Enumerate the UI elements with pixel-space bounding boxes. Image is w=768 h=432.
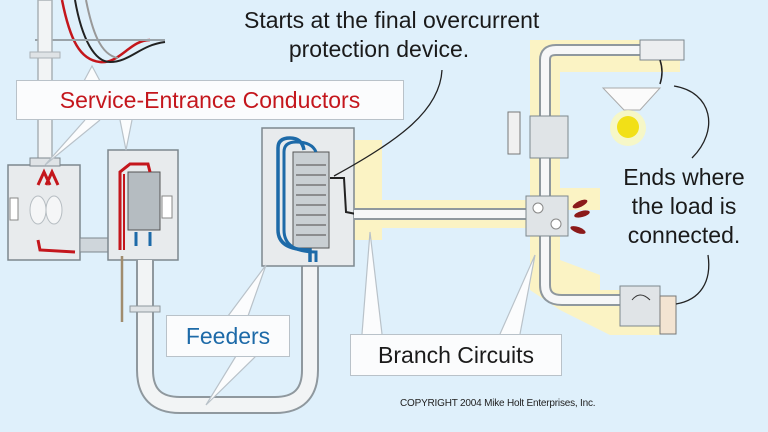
ceiling-box [639, 39, 685, 85]
meter-base [7, 157, 81, 261]
service-drop [35, 0, 166, 64]
start-annotation-line2: protection device. [288, 36, 470, 62]
junction-box [525, 195, 590, 237]
branch-circuits-label: Branch Circuits [350, 334, 562, 376]
light-fixture [601, 87, 662, 146]
nipple-connector [79, 237, 111, 253]
receptacle-box [619, 285, 677, 335]
label-pointers [44, 64, 536, 406]
copyright-notice: COPYRIGHT 2004 Mike Holt Enterprises, In… [400, 398, 596, 409]
service-entrance-label: Service-Entrance Conductors [16, 80, 404, 120]
branch-circuits-text: Branch Circuits [378, 341, 534, 368]
service-entrance-text: Service-Entrance Conductors [59, 86, 361, 113]
switch-box [507, 111, 569, 159]
start-annotation: Starts at the final overcurrent protecti… [244, 6, 540, 64]
end-annotation-line2: the load is [631, 193, 737, 219]
callout-leaders [333, 69, 710, 305]
start-annotation-line1: Starts at the final overcurrent [244, 7, 540, 33]
end-annotation-line1: Ends where [623, 164, 745, 190]
end-annotation-line3: connected. [627, 222, 741, 248]
branch-conduit [354, 44, 640, 306]
feeder-conduit [129, 260, 319, 414]
end-annotation: Ends where the load is connected. [604, 163, 764, 250]
feeders-text: Feeders [185, 322, 271, 349]
service-disconnect [107, 149, 179, 261]
panelboard [261, 127, 357, 267]
feeders-label: Feeders [166, 315, 290, 357]
